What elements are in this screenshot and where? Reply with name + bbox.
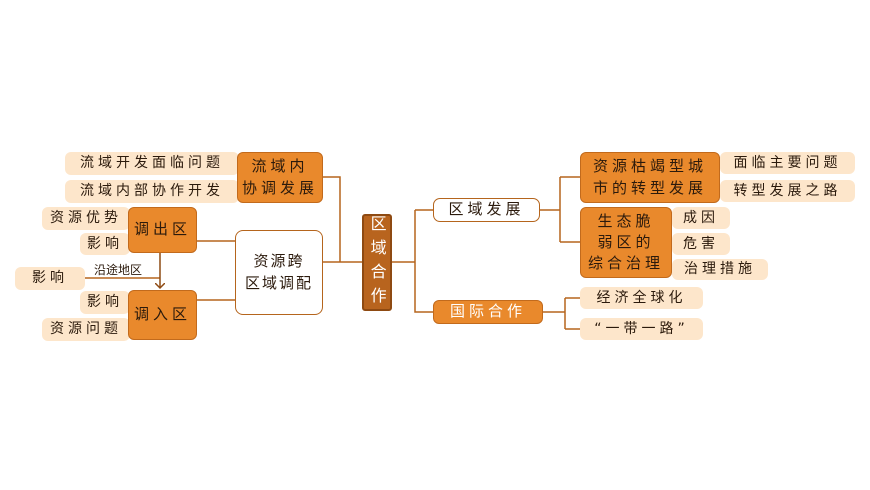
eco-line2: 弱区的 (597, 233, 655, 251)
export-item-impact: 影响 (80, 233, 130, 255)
export-region-node: 调出区 (128, 207, 197, 253)
cooperation-item-belt-road: “一带一路” (580, 318, 703, 340)
hub-label-line1: 资源跨 (253, 251, 305, 270)
basin-item-problems: 流域开发面临问题 (65, 152, 239, 175)
import-item-impact: 影响 (80, 291, 130, 314)
import-region-node: 调入区 (128, 290, 197, 340)
basin-label-line1: 流域内 (251, 156, 309, 175)
eco-item-harm: 危害 (672, 233, 730, 255)
resource-city-node: 资源枯竭型城 市的转型发展 (580, 152, 720, 203)
import-item-problems: 资源问题 (42, 318, 130, 341)
export-item-advantage: 资源优势 (42, 207, 130, 230)
resource-city-item-problems: 面临主要问题 (720, 152, 855, 174)
hub-label-line2: 区域调配 (244, 273, 313, 292)
eco-line3: 综合治理 (587, 254, 664, 272)
transit-label: 沿途地区 (94, 263, 143, 277)
basin-item-cooperation: 流域内部协作开发 (65, 180, 239, 203)
eco-fragile-node: 生态脆 弱区的 综合治理 (580, 207, 672, 278)
resource-city-line2: 市的转型发展 (592, 178, 707, 197)
link-development (540, 176, 580, 243)
eco-line1: 生态脆 (597, 212, 655, 230)
link-right-trunk (414, 209, 433, 313)
link-cooperation (543, 297, 580, 330)
eco-item-causes: 成因 (672, 207, 730, 229)
basin-label-line2: 协调发展 (241, 178, 318, 197)
link-center-basin (323, 176, 341, 262)
root-label: 区域合作 (367, 214, 387, 311)
eco-item-measures: 治理措施 (672, 259, 768, 280)
resource-city-line1: 资源枯竭型城 (592, 156, 707, 175)
basin-coordination-node: 流域内 协调发展 (237, 152, 323, 203)
regional-cooperation-root: 区域合作 (362, 214, 392, 311)
regional-development-node: 区域发展 (433, 198, 540, 222)
transit-item-impact: 影响 (15, 267, 85, 290)
cooperation-item-globalization: 经济全球化 (580, 287, 703, 309)
resource-city-item-path: 转型发展之路 (720, 180, 855, 202)
international-cooperation-node: 国际合作 (433, 300, 543, 324)
resource-allocation-node: 资源跨 区域调配 (235, 230, 323, 315)
